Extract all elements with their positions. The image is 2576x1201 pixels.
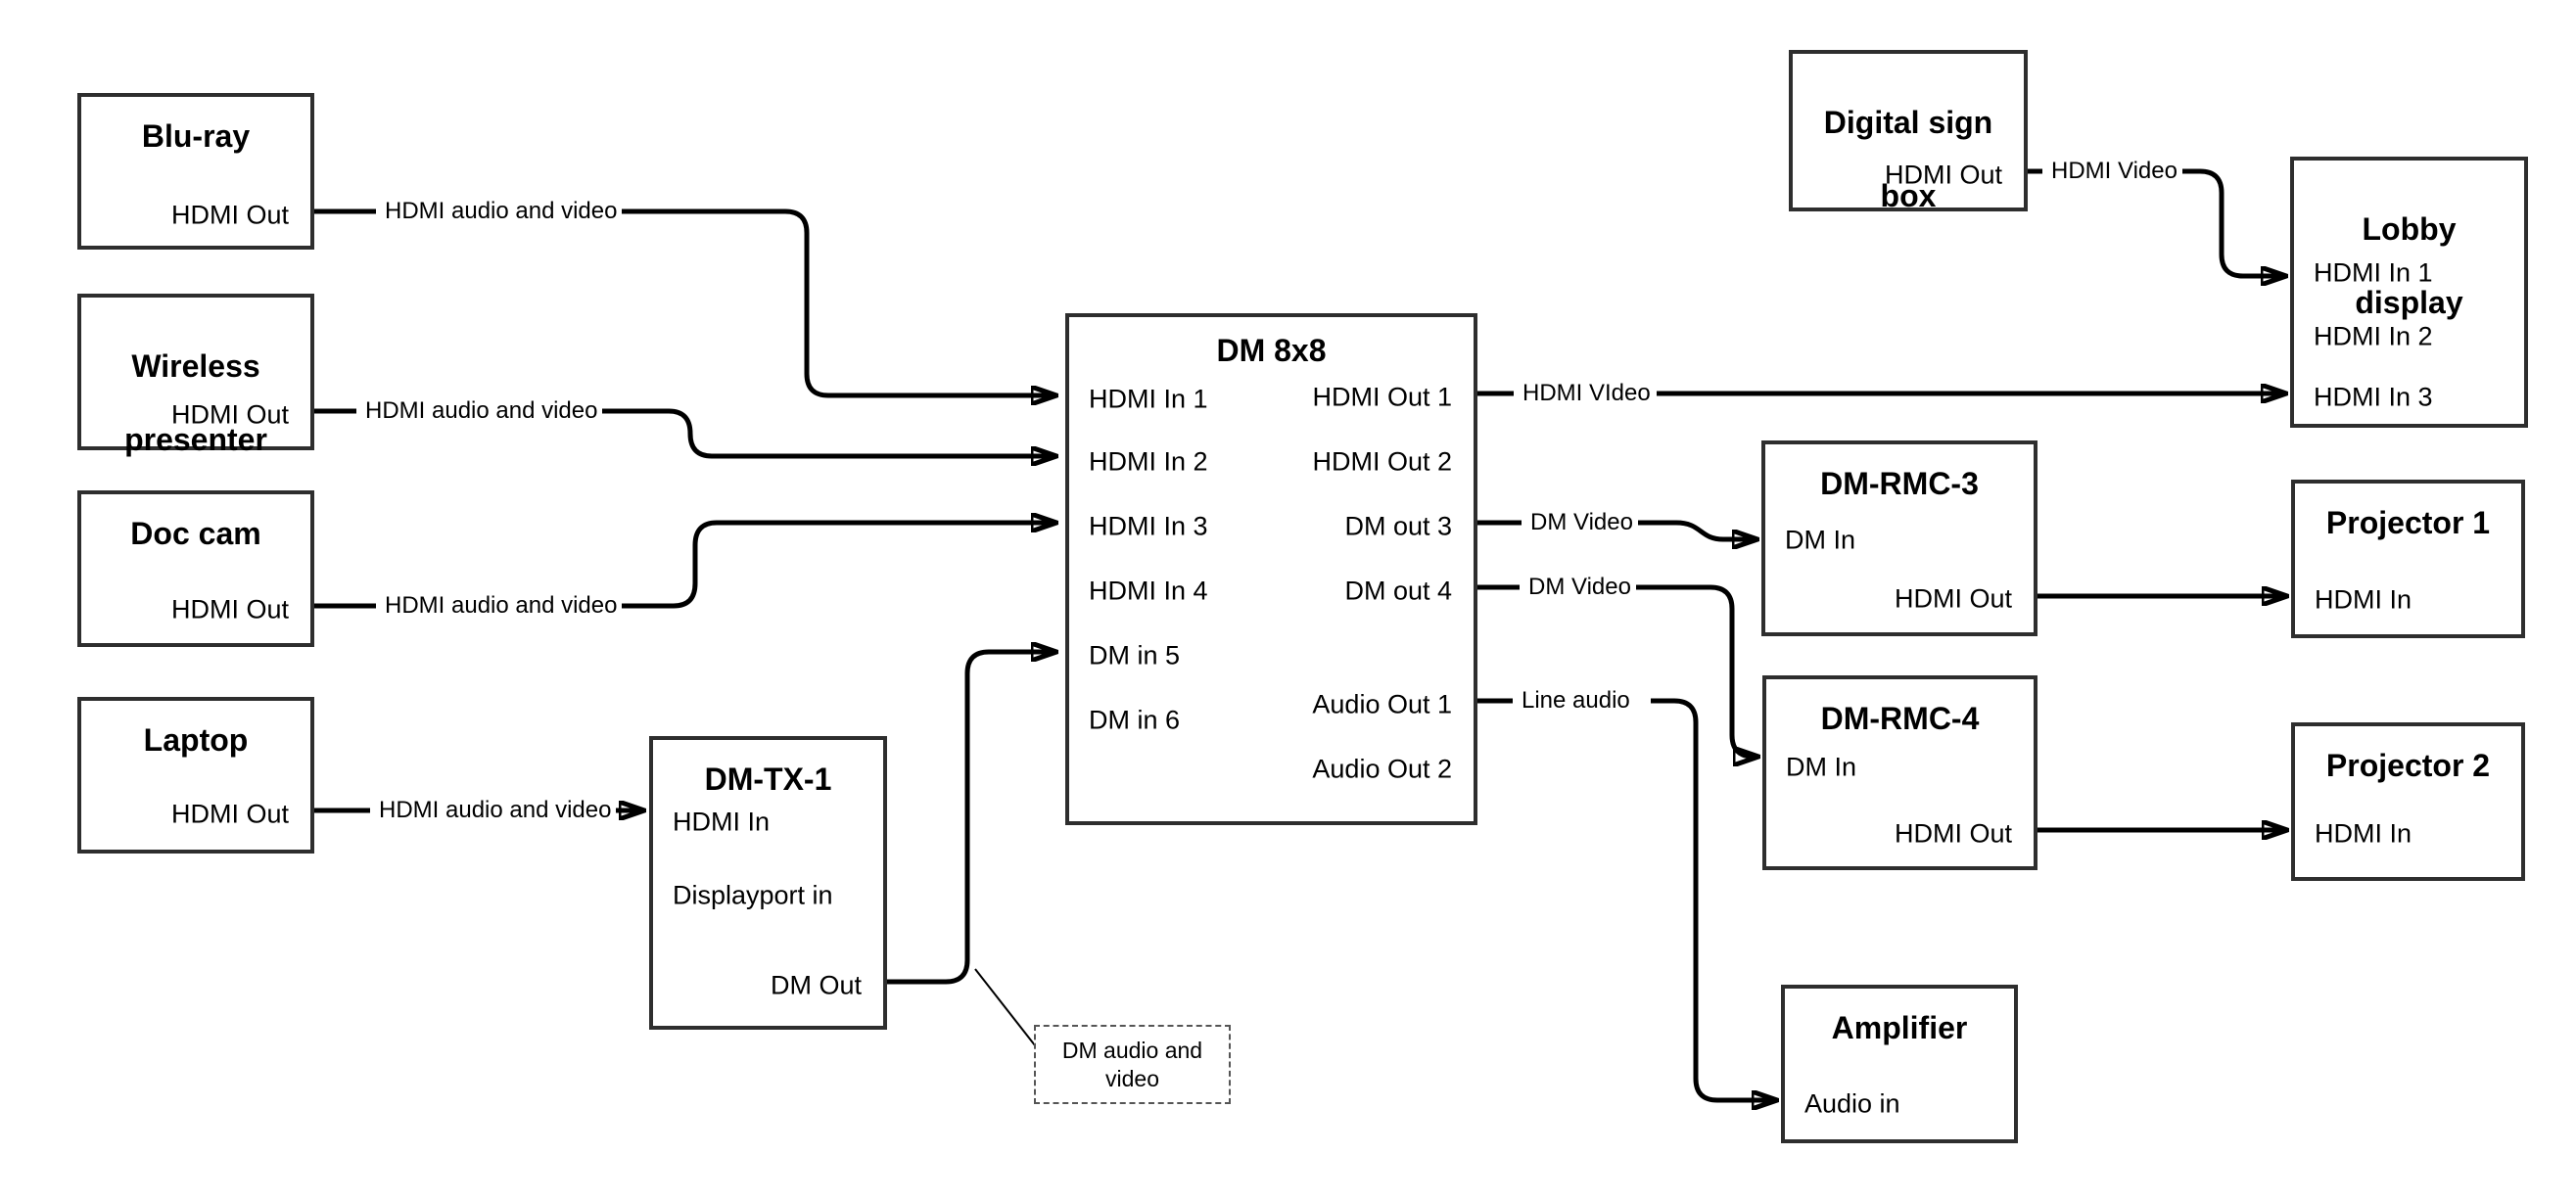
node-amplifier-title: Amplifier <box>1831 1010 1968 1045</box>
dmrmc3-port-dm-in: DM In <box>1785 525 1856 555</box>
wire-out3-to-rmc3 <box>1638 520 1756 539</box>
node-amplifier: Amplifier Audio in <box>1781 985 2018 1143</box>
wire-label-dm-video-out4: DM Video <box>1523 576 1636 599</box>
note-callout-line <box>974 968 1036 1046</box>
dm8x8-port-hdmi-in-4: HDMI In 4 <box>1089 576 1208 606</box>
digitalsign-port-hdmi-out: HDMI Out <box>1884 160 2002 190</box>
node-dm-rmc-4: DM-RMC-4 DM In HDMI Out <box>1762 675 2037 870</box>
node-wireless-presenter: Wireless presenter HDMI Out <box>77 294 314 457</box>
node-proj2-title: Projector 2 <box>2325 748 2491 783</box>
node-dmtx1-title: DM-TX-1 <box>704 762 832 797</box>
wireless-port-hdmi-out: HDMI Out <box>170 399 289 430</box>
node-projector-1: Projector 1 HDMI In <box>2291 480 2525 638</box>
wire-audio1-to-amp <box>1651 698 1776 1100</box>
node-digitalsign-title: Digital sign box <box>1823 104 1993 214</box>
node-dm8x8-title: DM 8x8 <box>1216 333 1327 368</box>
node-doc-cam: Doc cam HDMI Out <box>77 490 314 647</box>
dm8x8-port-dm-out-4: DM out 4 <box>1344 576 1452 606</box>
wire-label-wireless-hdmi: HDMI audio and video <box>360 399 603 423</box>
note-line-2: video <box>1105 1065 1159 1091</box>
wire-label-bluray-hdmi: HDMI audio and video <box>380 200 623 223</box>
wire-label-digitalsign-hdmi: HDMI Video <box>2046 160 2182 183</box>
node-projector-2: Projector 2 HDMI In <box>2291 722 2525 881</box>
wire-label-laptop-hdmi: HDMI audio and video <box>374 799 617 822</box>
lobby-port-hdmi-in-2: HDMI In 2 <box>2314 321 2433 351</box>
node-dm-tx-1: DM-TX-1 HDMI In Displayport in DM Out <box>649 736 887 1030</box>
note-dm-audio-video: DM audio and video <box>1034 1025 1231 1104</box>
lobby-port-hdmi-in-1: HDMI In 1 <box>2314 257 2433 288</box>
dmtx1-port-hdmi-in: HDMI In <box>673 807 771 837</box>
wire-digitalsign-to-lobby <box>2181 168 2285 276</box>
note-line-1: DM audio and <box>1061 1037 1203 1063</box>
node-lobby-display: Lobby display HDMI In 1 HDMI In 2 HDMI I… <box>2290 157 2528 428</box>
dmtx1-port-dm-out: DM Out <box>770 970 862 1000</box>
dm8x8-port-hdmi-out-1: HDMI Out 1 <box>1312 382 1452 412</box>
dmrmc3-port-hdmi-out: HDMI Out <box>1894 583 2012 614</box>
node-dmrmc4-title: DM-RMC-4 <box>1820 701 1980 736</box>
wire-label-dm-video-out3: DM Video <box>1525 511 1638 534</box>
dm8x8-port-dm-out-3: DM out 3 <box>1344 511 1452 541</box>
node-laptop-title: Laptop <box>143 722 249 758</box>
dm8x8-port-dm-in-5: DM in 5 <box>1089 640 1181 670</box>
dmrmc4-port-hdmi-out: HDMI Out <box>1894 818 2012 849</box>
dmtx1-port-displayport-in: Displayport in <box>673 880 833 910</box>
amplifier-port-audio-in: Audio in <box>1804 1088 1900 1119</box>
dm8x8-port-hdmi-out-2: HDMI Out 2 <box>1312 446 1452 477</box>
laptop-port-hdmi-out: HDMI Out <box>170 799 289 829</box>
node-wireless-title: Wireless presenter <box>124 347 267 458</box>
dmrmc4-port-dm-in: DM In <box>1786 752 1857 782</box>
dm8x8-port-audio-out-2: Audio Out 2 <box>1312 754 1452 784</box>
wire-dmtx1-to-in5 <box>884 652 1055 985</box>
doccam-port-hdmi-out: HDMI Out <box>170 594 289 624</box>
node-digital-sign-box: Digital sign box HDMI Out <box>1789 50 2028 213</box>
dm8x8-port-hdmi-in-1: HDMI In 1 <box>1089 384 1208 414</box>
wire-label-doccam-hdmi: HDMI audio and video <box>380 594 623 618</box>
node-lobby-title: Lobby display <box>2355 210 2463 321</box>
wire-doccam-to-in3 <box>619 523 1055 609</box>
node-doccam-title: Doc cam <box>130 516 261 551</box>
node-dm-rmc-3: DM-RMC-3 DM In HDMI Out <box>1761 440 2037 636</box>
node-bluray-title: Blu-ray <box>141 118 251 154</box>
wire-wireless-to-in2 <box>593 408 1055 456</box>
wire-out4-to-rmc4 <box>1634 584 1757 757</box>
node-proj1-title: Projector 1 <box>2325 505 2491 540</box>
dm8x8-port-audio-out-1: Audio Out 1 <box>1312 689 1452 719</box>
dm8x8-port-hdmi-in-2: HDMI In 2 <box>1089 446 1208 477</box>
node-dm-8x8: DM 8x8 HDMI In 1 HDMI In 2 HDMI In 3 HDM… <box>1065 313 1477 825</box>
proj1-port-hdmi-in: HDMI In <box>2315 584 2412 615</box>
proj2-port-hdmi-in: HDMI In <box>2315 818 2412 849</box>
lobby-port-hdmi-in-3: HDMI In 3 <box>2314 382 2433 412</box>
node-bluray: Blu-ray HDMI Out <box>77 93 314 250</box>
node-laptop: Laptop HDMI Out <box>77 697 314 854</box>
node-dmrmc3-title: DM-RMC-3 <box>1820 466 1979 501</box>
dm8x8-port-dm-in-6: DM in 6 <box>1089 705 1181 735</box>
wire-bluray-to-in1 <box>621 208 1055 395</box>
bluray-port-hdmi-out: HDMI Out <box>170 200 289 230</box>
wire-label-hdmi-video-out1: HDMI VIdeo <box>1518 382 1656 405</box>
wire-label-line-audio: Line audio <box>1517 689 1635 713</box>
dm8x8-port-hdmi-in-3: HDMI In 3 <box>1089 511 1208 541</box>
